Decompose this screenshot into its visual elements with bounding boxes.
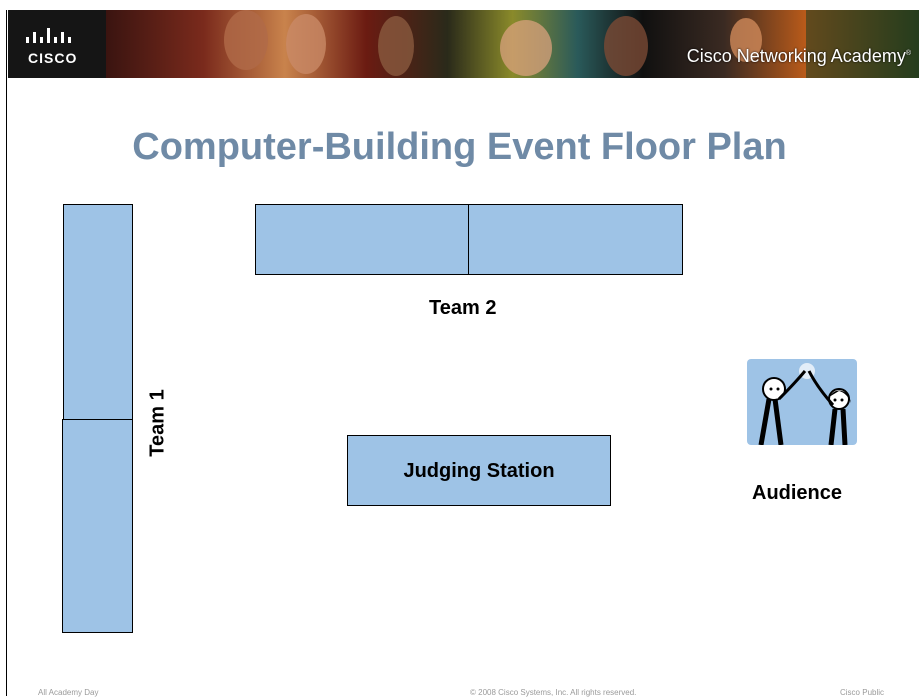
team1-label: Team 1 (146, 389, 169, 457)
networking-academy-wordmark: Cisco Networking Academy® (687, 46, 911, 67)
footer-left: All Academy Day (38, 688, 99, 697)
header-banner: CISCO (8, 10, 919, 78)
cisco-bars-icon (26, 28, 71, 43)
team1-table-top (63, 204, 133, 420)
team2-label: Team 2 (429, 297, 497, 319)
slide-left-border (6, 10, 7, 696)
footer-copyright: © 2008 Cisco Systems, Inc. All rights re… (470, 688, 637, 697)
judging-station-label: Judging Station (403, 460, 555, 482)
registered-mark: ® (905, 50, 911, 57)
team2-table-left (255, 204, 469, 275)
team2-table-right (468, 204, 683, 275)
audience-high-five-icon (747, 359, 857, 445)
academy-text: Cisco Networking Academy (686, 46, 906, 66)
slide-title: Computer-Building Event Floor Plan (132, 126, 787, 168)
cisco-logo: CISCO (8, 10, 106, 78)
cisco-logo-text: CISCO (28, 50, 78, 66)
banner-photo-collage (106, 10, 919, 78)
audience-label: Audience (752, 482, 843, 504)
team1-table-bottom (62, 419, 133, 633)
footer-right: Cisco Public (840, 688, 885, 697)
judging-station-table: Judging Station (347, 435, 611, 506)
